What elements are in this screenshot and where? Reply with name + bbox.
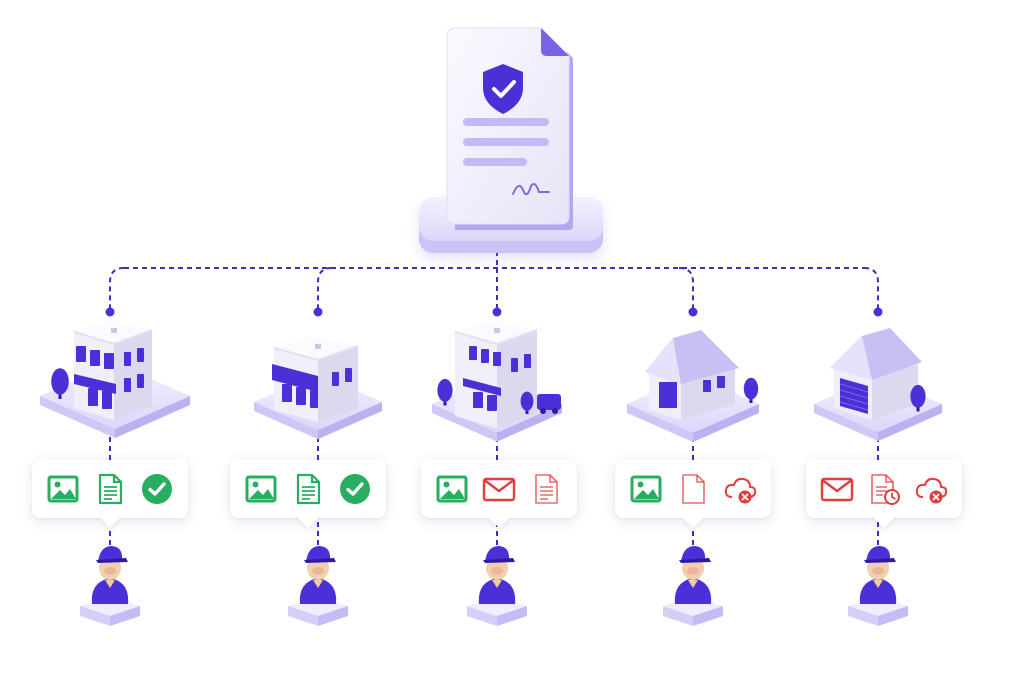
document-ok-icon (291, 472, 325, 506)
worker-avatar-icon (848, 546, 908, 626)
window (137, 348, 144, 362)
worker-avatar-icon (80, 546, 140, 626)
window (473, 392, 483, 408)
window (511, 358, 518, 372)
tree-icon (51, 368, 69, 399)
awning (272, 364, 318, 392)
branch-connector (863, 267, 883, 548)
check-circle-icon (338, 472, 372, 506)
window (524, 354, 531, 368)
check-circle-icon (140, 472, 174, 506)
status-badge (230, 460, 386, 518)
text-line (463, 158, 527, 166)
house-garage-icon (627, 330, 759, 443)
status-badge (806, 460, 962, 518)
worker-avatar-icon (288, 546, 348, 626)
shop-building-icon (254, 336, 382, 440)
awning (463, 378, 501, 396)
connector-dot (105, 307, 115, 317)
cloud-error-icon (723, 472, 757, 506)
image-ok-icon (435, 472, 469, 506)
branch-line (317, 267, 333, 312)
window (487, 395, 497, 411)
image-ok-icon (244, 472, 278, 506)
tree-icon (743, 377, 759, 403)
cloud-error-icon (914, 472, 948, 506)
window (88, 388, 98, 406)
branch-connector (105, 267, 125, 548)
delivery-van-icon (537, 394, 561, 414)
window (493, 352, 501, 366)
warehouse-building-icon (814, 328, 942, 442)
rolling-door (839, 378, 869, 414)
connector-dot (688, 307, 698, 317)
window (137, 374, 144, 388)
mail-error-icon (820, 472, 854, 506)
document-pending-icon (867, 472, 901, 506)
policy-document-shield-icon (446, 27, 573, 230)
document-ok-icon (93, 472, 127, 506)
image-ok-icon (629, 472, 663, 506)
window (124, 378, 131, 392)
shield-check-icon (483, 64, 523, 114)
window (124, 352, 131, 366)
window (717, 376, 725, 388)
window (282, 384, 292, 402)
window (345, 368, 352, 382)
window (76, 346, 86, 362)
window (90, 350, 100, 366)
window (481, 349, 489, 363)
window (332, 372, 339, 386)
connector-dot (313, 307, 323, 317)
connector-dot (873, 307, 883, 317)
window (102, 391, 112, 409)
document-missing-icon (676, 472, 710, 506)
status-badge (32, 460, 188, 518)
window (703, 380, 711, 392)
branch-line (678, 267, 694, 312)
window (469, 346, 477, 360)
garage-door (659, 382, 677, 408)
worker-avatar-icon (467, 546, 527, 626)
worker-avatar-icon (663, 546, 723, 626)
branch-line (863, 267, 879, 312)
connector-dot (492, 307, 502, 317)
tree-icon (437, 378, 453, 406)
status-badge (615, 460, 771, 518)
branch-line (109, 267, 125, 312)
office-building-icon (40, 320, 190, 438)
image-ok-icon (46, 472, 80, 506)
policy-document (419, 27, 603, 253)
mail-error-icon (482, 472, 516, 506)
awning (74, 374, 116, 394)
signature-mark (512, 183, 550, 196)
branch-connector (313, 267, 333, 548)
text-line (463, 118, 549, 126)
status-badge (421, 460, 577, 518)
text-line (463, 138, 549, 146)
buildings-row (40, 320, 942, 443)
people-row (80, 546, 908, 626)
document-error-icon (529, 472, 563, 506)
tree-icon (520, 391, 534, 414)
tree-icon (910, 384, 926, 412)
window (104, 353, 114, 369)
window (296, 387, 306, 405)
window (310, 390, 318, 408)
storefront-building-icon (432, 320, 562, 442)
